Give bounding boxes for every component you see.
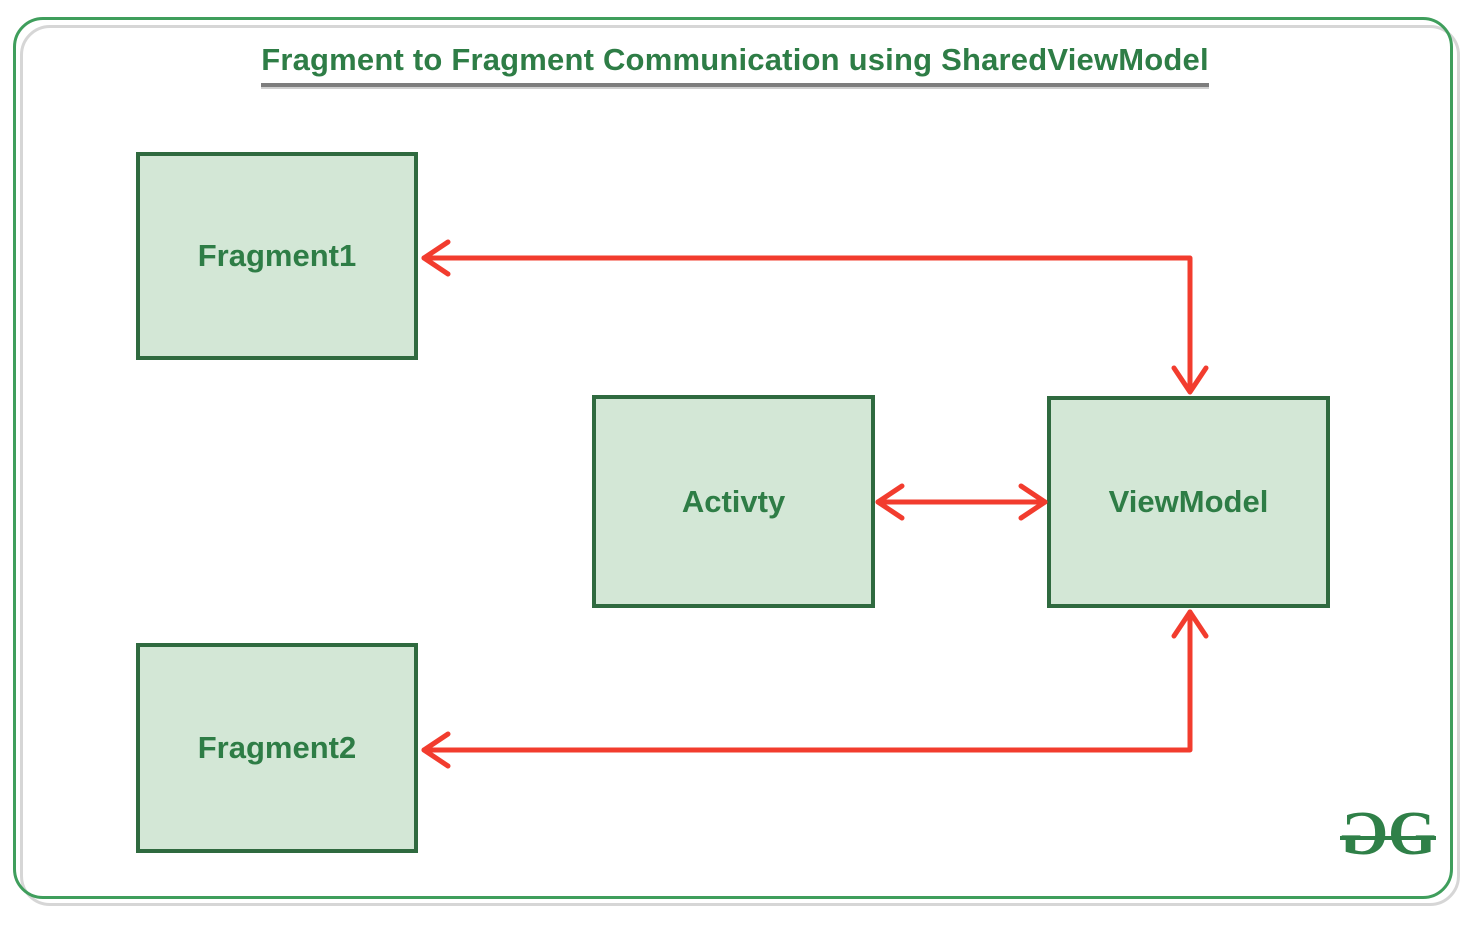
logo-crossbar: [1340, 836, 1436, 840]
outer-frame: [13, 17, 1453, 899]
frame-shadow-border: [20, 25, 1460, 906]
logo-g: G: [1388, 800, 1437, 868]
node-fragment2-label: Fragment2: [197, 730, 357, 765]
node-fragment1: Fragment1: [136, 152, 418, 360]
node-viewmodel-label: ViewModel: [1108, 484, 1269, 519]
node-activity-label: Activty: [681, 483, 786, 519]
node-fragment1-label: Fragment1: [197, 238, 357, 273]
node-viewmodel: ViewModel: [1047, 396, 1330, 608]
logo-mirrored-g: G: [1339, 800, 1388, 868]
page-title: Fragment to Fragment Communication using…: [261, 42, 1209, 87]
title-row: Fragment to Fragment Communication using…: [0, 42, 1470, 87]
node-activity: Activty: [592, 395, 875, 608]
node-fragment2: Fragment2: [136, 643, 418, 853]
geeksforgeeks-logo: GG: [1338, 800, 1438, 872]
